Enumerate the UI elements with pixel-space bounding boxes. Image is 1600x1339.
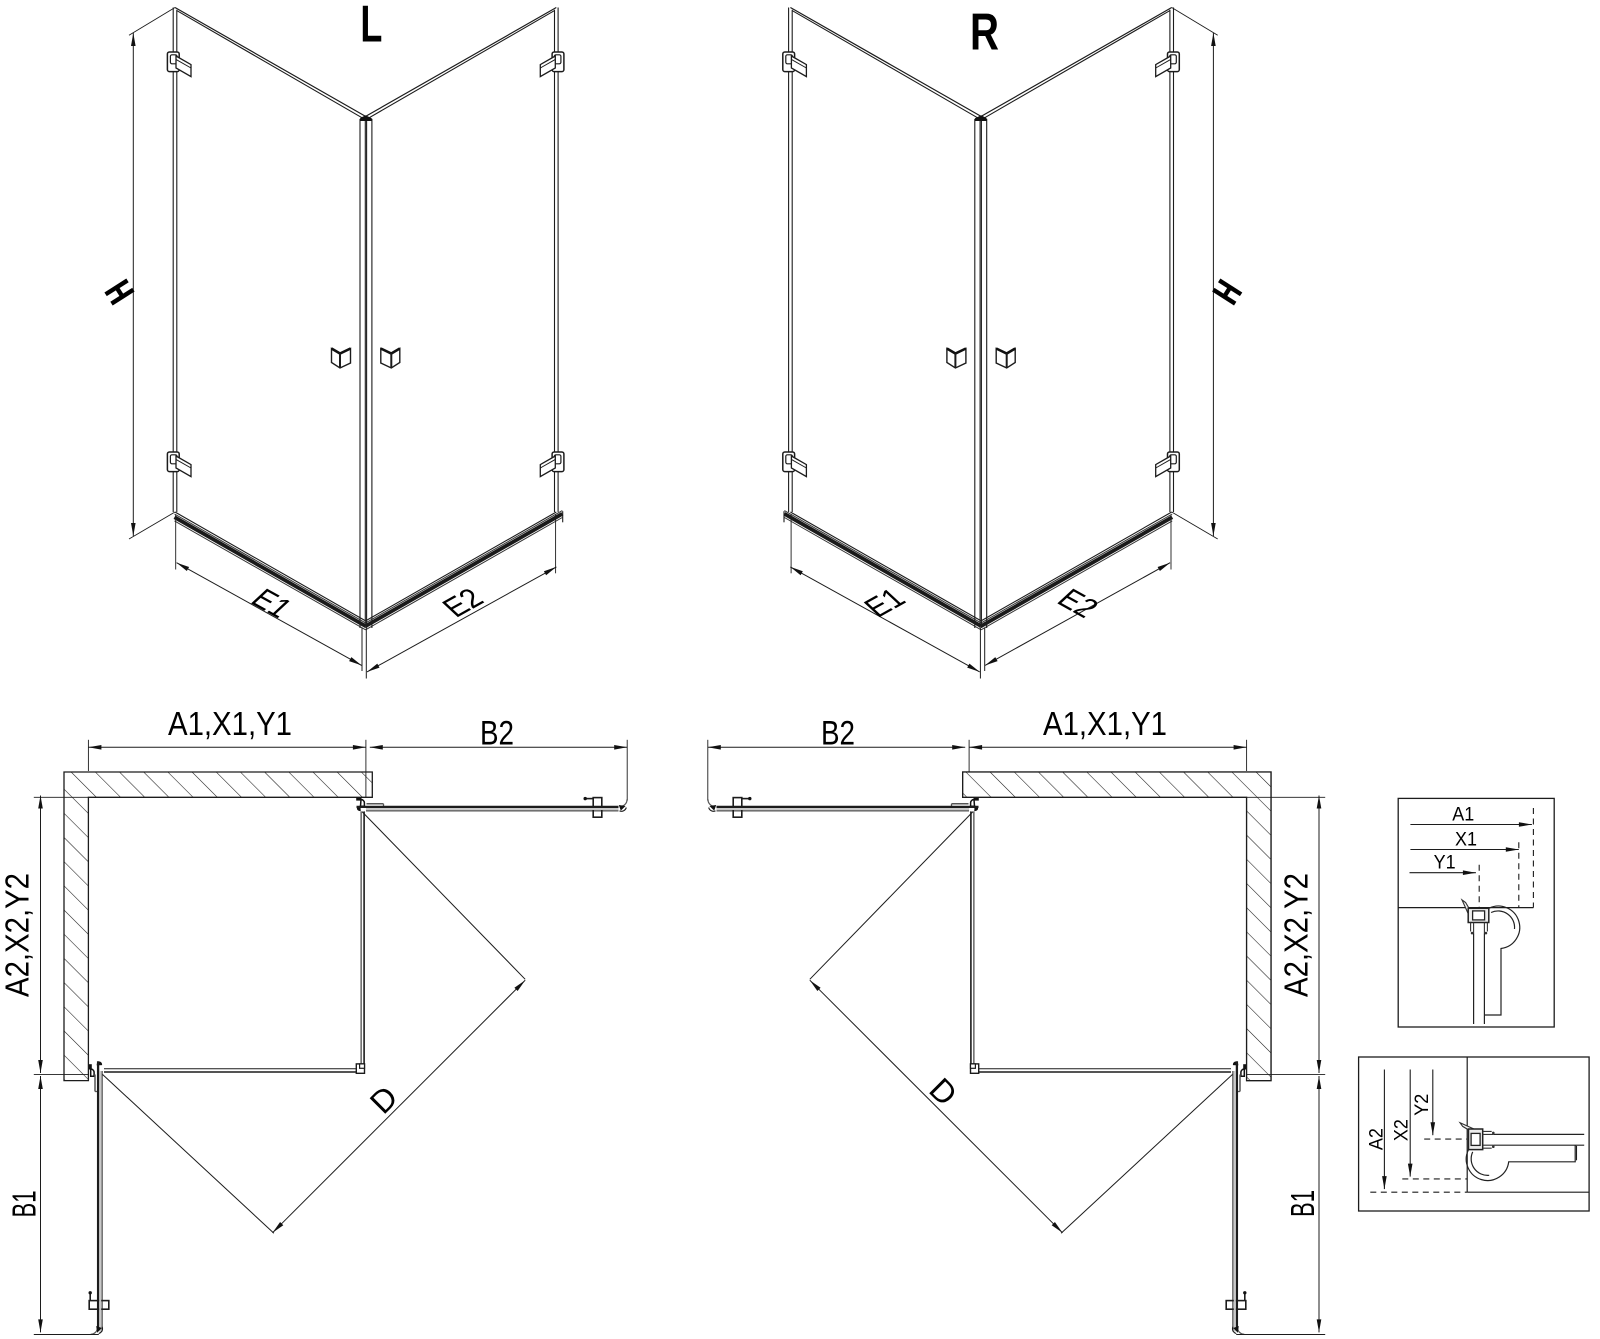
svg-text:A1,X1,Y1: A1,X1,Y1 — [1043, 705, 1167, 742]
svg-text:Y2: Y2 — [1412, 1094, 1433, 1116]
svg-text:B1: B1 — [5, 1191, 42, 1218]
svg-text:A2: A2 — [1367, 1128, 1388, 1150]
svg-text:Y1: Y1 — [1434, 852, 1456, 873]
svg-text:B2: B2 — [480, 715, 514, 753]
svg-text:A1,X1,Y1: A1,X1,Y1 — [168, 705, 292, 742]
svg-text:A2,X2,Y2: A2,X2,Y2 — [1278, 873, 1315, 997]
svg-text:R: R — [970, 4, 999, 62]
svg-text:A2,X2,Y2: A2,X2,Y2 — [0, 873, 36, 997]
svg-text:A1: A1 — [1452, 805, 1474, 826]
svg-text:B1: B1 — [1284, 1190, 1321, 1217]
svg-text:X1: X1 — [1455, 830, 1477, 851]
svg-text:L: L — [360, 0, 382, 54]
svg-text:B2: B2 — [821, 715, 855, 753]
svg-text:X2: X2 — [1392, 1119, 1413, 1141]
